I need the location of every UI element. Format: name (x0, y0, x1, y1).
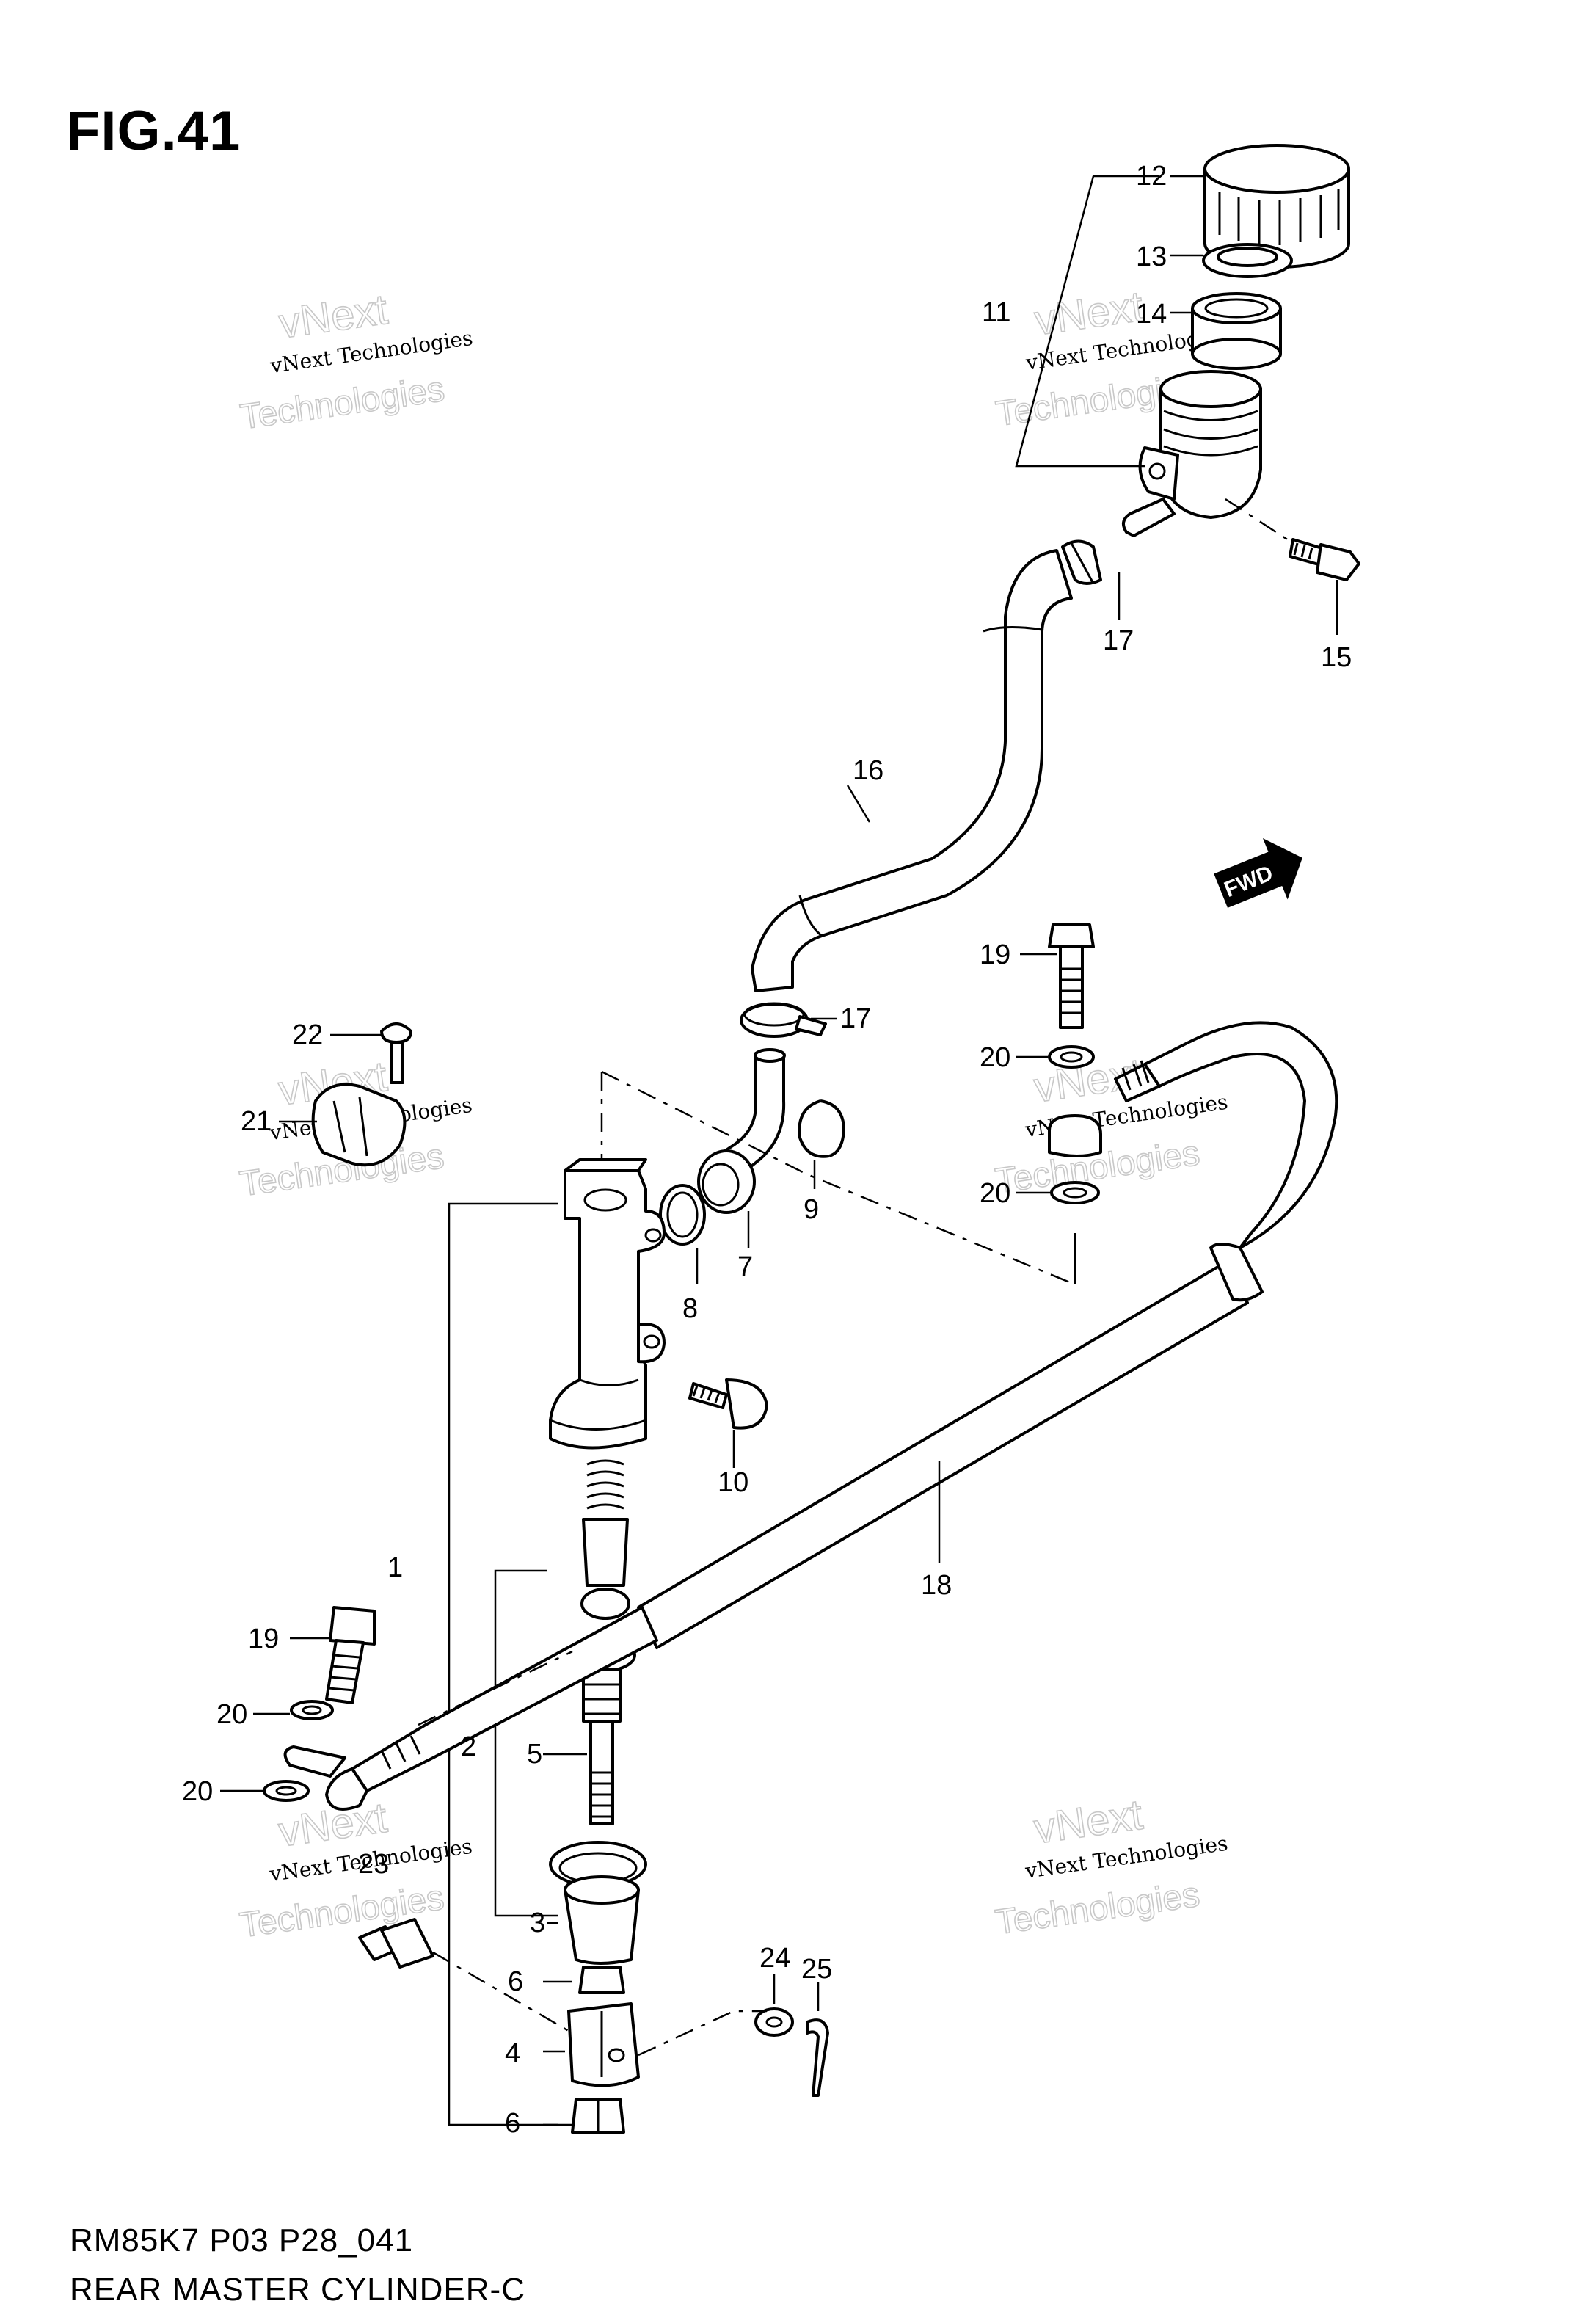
lower-banjo-fitting (283, 1606, 658, 1811)
push-rod (582, 1668, 622, 1825)
callout-14: 14 (1136, 299, 1167, 330)
reservoir-bolt (1289, 538, 1360, 581)
watermark-group-6: vNext Technologies vNext Technologies (992, 1790, 1229, 1943)
reservoir-hose (751, 549, 1073, 992)
watermark-big-bottom: Technologies (993, 1875, 1202, 1942)
hose-guard (311, 1083, 407, 1167)
callout-5: 5 (527, 1739, 542, 1770)
callout-24: 24 (759, 1943, 790, 1974)
diaphragm-plate (1202, 243, 1293, 278)
callout-20-upper-2: 20 (980, 1178, 1010, 1209)
callout-20-upper-1: 20 (980, 1042, 1010, 1073)
union-bolt-lower (325, 1606, 376, 1704)
callout-13: 13 (1136, 241, 1167, 272)
bracket-11 (1015, 175, 1159, 468)
callout-10: 10 (718, 1467, 748, 1498)
washer-lower-2 (263, 1780, 310, 1802)
callout-16: 16 (853, 755, 883, 786)
callout-11: 11 (982, 297, 1010, 328)
callout-21: 21 (241, 1106, 272, 1137)
hose-union (697, 1048, 786, 1214)
watermark-big-top: vNext (1032, 283, 1146, 345)
figure-label: FIG.41 (66, 100, 241, 162)
lock-nut-lower (571, 2098, 625, 2134)
reservoir-cap (1203, 144, 1350, 269)
callout-6-lower: 6 (505, 2108, 520, 2139)
guide-washer (638, 2010, 767, 2057)
callout-19-lower: 19 (248, 1624, 279, 1654)
callout-4: 4 (505, 2038, 520, 2069)
watermark-big-top: vNext (1031, 1791, 1145, 1853)
callout-7: 7 (737, 1251, 753, 1282)
cotter-pin (806, 2018, 829, 2097)
banjo-upper (1048, 1114, 1102, 1157)
callout-leaders (220, 175, 1203, 2126)
hose-clamp-lower (740, 1002, 827, 1038)
master-cylinder-body (549, 1158, 666, 1450)
clevis (567, 2002, 640, 2087)
callout-15: 15 (1321, 642, 1352, 673)
callout-2: 2 (461, 1731, 476, 1762)
callout-20-lower-2: 20 (182, 1776, 213, 1807)
footer-model-code: RM85K7 P03 P28_041 (70, 2222, 414, 2258)
union-o-ring (659, 1184, 706, 1246)
lock-nut-upper (578, 1966, 625, 1994)
diaphragm (1191, 292, 1282, 370)
callout-17-upper: 17 (1103, 625, 1134, 656)
reservoir-assembly (1015, 144, 1360, 635)
callout-20-lower-1: 20 (216, 1699, 247, 1730)
brake-hose (637, 1021, 1338, 1649)
washer-upper-1 (1048, 1045, 1095, 1069)
callout-3: 3 (530, 1908, 545, 1938)
callout-23: 23 (358, 1849, 389, 1880)
callout-25: 25 (801, 1954, 832, 1985)
watermark-big-top: vNext (276, 286, 390, 348)
guide-pin (432, 1951, 573, 2035)
callout-labels: 1 2 3 4 5 6 6 7 8 9 10 11 12 13 14 15 16… (182, 161, 1352, 2139)
hose-clamp-upper (1061, 539, 1102, 585)
watermark-big-bottom: Technologies (238, 370, 447, 437)
washer-upper-2 (1050, 1181, 1100, 1204)
guide-lower-banjo (418, 1650, 573, 1726)
union-circlip (798, 1099, 845, 1158)
pin-washer (754, 2007, 794, 2037)
callout-22: 22 (292, 1019, 323, 1050)
callout-19-upper: 19 (980, 939, 1010, 970)
footer-section-title: REAR MASTER CYLINDER-C (70, 2272, 525, 2308)
union-bolt-upper (1048, 923, 1095, 1029)
lead-16 (846, 785, 871, 823)
callout-17-lower: 17 (840, 1003, 871, 1034)
guide-hose (601, 1070, 1076, 1286)
reservoir-tank (1122, 370, 1262, 537)
guard-screw (380, 1022, 412, 1084)
callout-6-upper: 6 (508, 1966, 523, 1997)
callout-8: 8 (682, 1293, 698, 1324)
washer-lower-1 (290, 1700, 334, 1720)
bolt-15-dash (1225, 498, 1294, 545)
callout-1: 1 (387, 1552, 403, 1583)
callout-12: 12 (1136, 161, 1167, 192)
clevis-pin (358, 1918, 434, 1969)
forward-direction-badge: FWD (1214, 838, 1302, 908)
callout-9: 9 (804, 1194, 819, 1225)
watermark-group-1: vNext Technologies vNext Technologies (237, 285, 474, 437)
cylinder-bolt (688, 1378, 768, 1430)
callout-18: 18 (921, 1570, 952, 1601)
dust-boot (564, 1875, 640, 1965)
